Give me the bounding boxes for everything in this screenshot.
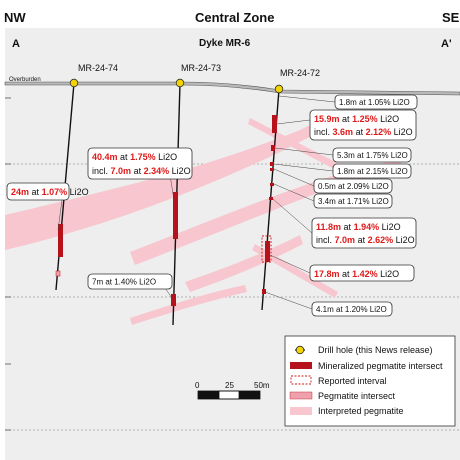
label-mr-24-74-intersect: 24m at 1.07% Li2O bbox=[6, 182, 89, 201]
unit: Li2O bbox=[158, 152, 177, 162]
incl-prefix: incl. bbox=[314, 127, 330, 137]
reported-interval-box bbox=[261, 235, 272, 263]
at-word: at bbox=[120, 152, 128, 162]
dyke-subtitle: Dyke MR-6 bbox=[199, 38, 251, 49]
intersect-text: 5.3m at 1.75% Li2O bbox=[337, 151, 408, 160]
length-value: 3.6m bbox=[333, 127, 354, 137]
incl-prefix: incl. bbox=[316, 235, 332, 245]
grade-value: 1.25% bbox=[352, 114, 378, 124]
svg-text:incl. 7.0m at: incl. 7.0m at 2.34% Li2O bbox=[92, 166, 191, 176]
legend-mineralized: Mineralized pegmatite intersect bbox=[318, 361, 443, 371]
at-word: at bbox=[342, 269, 350, 279]
grade-value: 1.07% bbox=[42, 187, 68, 197]
legend-interpreted-symbol bbox=[290, 407, 312, 415]
label-mr-24-72-9: 4.1m at 1.20% Li2O bbox=[311, 301, 393, 317]
unit: Li2O bbox=[172, 166, 191, 176]
legend-interpreted: Interpreted pegmatite bbox=[318, 406, 404, 416]
at-word: at bbox=[358, 235, 366, 245]
unit: Li2O bbox=[394, 127, 413, 137]
length-value: 7.0m bbox=[335, 235, 356, 245]
grade-value: 2.12% bbox=[366, 127, 392, 137]
collar-mr-24-72 bbox=[274, 84, 284, 94]
hole-label-mr-24-74: MR-24-74 bbox=[78, 63, 118, 73]
svg-text:40.4m at 1.75%: 40.4m at 1.75% Li2O bbox=[92, 152, 177, 162]
legend: Drill hole (this News release) Mineraliz… bbox=[284, 335, 456, 427]
scale-tick-0: 0 bbox=[195, 381, 200, 390]
length-value: 7.0m bbox=[111, 166, 132, 176]
mineralized-intersects bbox=[58, 115, 277, 306]
length-value: 40.4m bbox=[92, 152, 118, 162]
length-value: 11.8m bbox=[316, 222, 341, 232]
pegmatite-intersect bbox=[55, 270, 61, 277]
scale-tick-50m: 50m bbox=[254, 381, 270, 390]
label-mr-24-72-2: 15.9m at 1.25% Li2O incl. 3.6m at 2.12% … bbox=[309, 109, 417, 141]
at-word: at bbox=[356, 127, 364, 137]
unit: Li2O bbox=[382, 222, 401, 232]
legend-reported: Reported interval bbox=[318, 376, 387, 386]
intersect-text: 0.5m at 2.09% Li2O bbox=[318, 182, 389, 191]
intersect-text: 1.8m at 2.15% Li2O bbox=[337, 167, 408, 176]
at-word: at bbox=[344, 222, 352, 232]
intersect-text: 7m at 1.40% Li2O bbox=[92, 278, 156, 287]
at-word: at bbox=[342, 114, 350, 124]
collar-mr-24-73 bbox=[175, 78, 185, 88]
unit: Li2O bbox=[380, 114, 399, 124]
svg-text:incl. 7.0m at: incl. 7.0m at 2.62% Li2O bbox=[316, 235, 415, 245]
at-word: at bbox=[134, 166, 142, 176]
svg-text:incl. 3.6m at: incl. 3.6m at 2.12% Li2O bbox=[314, 127, 413, 137]
unit: Li2O bbox=[380, 269, 399, 279]
legend-drill-hole: Drill hole (this News release) bbox=[318, 345, 433, 355]
se-label: SE bbox=[442, 10, 460, 25]
hole-label-mr-24-73: MR-24-73 bbox=[181, 63, 221, 73]
section-start-label: A bbox=[12, 38, 20, 50]
svg-text:24m at 1.07%: 24m at 1.07% Li2O bbox=[11, 187, 89, 197]
zone-title: Central Zone bbox=[195, 10, 274, 25]
length-value: 15.9m bbox=[314, 114, 340, 124]
at-word: at bbox=[32, 187, 40, 197]
svg-text:17.8m at 1.42%: 17.8m at 1.42% Li2O bbox=[314, 269, 399, 279]
svg-text:11.8m at 1.94%: 11.8m at 1.94% Li2O bbox=[316, 222, 401, 232]
unit: Li2O bbox=[396, 235, 415, 245]
legend-pegmatite-symbol bbox=[289, 391, 313, 400]
grade-value: 1.94% bbox=[354, 222, 380, 232]
length-value: 24m bbox=[11, 187, 29, 197]
label-mr-24-72-4: 1.8m at 2.15% Li2O bbox=[332, 163, 412, 179]
nw-label: NW bbox=[4, 10, 26, 25]
hole-label-mr-24-72: MR-24-72 bbox=[280, 68, 320, 78]
label-mr-24-72-3: 5.3m at 1.75% Li2O bbox=[332, 147, 412, 163]
collar-mr-24-74 bbox=[69, 78, 79, 88]
grade-value: 2.62% bbox=[368, 235, 394, 245]
legend-mineralized-symbol bbox=[290, 362, 312, 369]
length-value: 17.8m bbox=[314, 269, 340, 279]
grade-value: 1.42% bbox=[352, 269, 378, 279]
legend-pegmatite: Pegmatite intersect bbox=[318, 391, 396, 401]
label-mr-24-73-lower: 7m at 1.40% Li2O bbox=[87, 273, 173, 290]
legend-collar-symbol bbox=[295, 345, 305, 355]
label-mr-24-72-8: 17.8m at 1.42% Li2O bbox=[309, 264, 415, 282]
label-mr-24-72-5: 0.5m at 2.09% Li2O bbox=[313, 178, 393, 194]
overburden-label: Overburden bbox=[9, 77, 41, 83]
unit: Li2O bbox=[70, 187, 89, 197]
intersect-text: 1.8m at 1.05% Li2O bbox=[339, 98, 410, 107]
section-end-label: A' bbox=[441, 38, 452, 50]
grade-value: 2.34% bbox=[144, 166, 170, 176]
label-mr-24-72-1: 1.8m at 1.05% Li2O bbox=[334, 94, 418, 110]
svg-text:15.9m at 1.25%: 15.9m at 1.25% Li2O bbox=[314, 114, 399, 124]
intersect-text: 4.1m at 1.20% Li2O bbox=[316, 305, 387, 314]
grade-value: 1.75% bbox=[130, 152, 156, 162]
label-mr-24-72-6: 3.4m at 1.71% Li2O bbox=[313, 193, 393, 209]
label-mr-24-72-7: 11.8m at 1.94% Li2O incl. 7.0m at 2.62% … bbox=[311, 217, 417, 249]
intersect-text: 3.4m at 1.71% Li2O bbox=[318, 197, 389, 206]
label-mr-24-73-intersect: 40.4m at 1.75% Li2O incl. 7.0m at 2.34% … bbox=[87, 147, 193, 180]
overburden-layer bbox=[4, 81, 460, 96]
incl-prefix: incl. bbox=[92, 166, 108, 176]
scale-tick-25: 25 bbox=[225, 381, 234, 390]
scale-bar: 0 25 50m bbox=[195, 381, 270, 400]
